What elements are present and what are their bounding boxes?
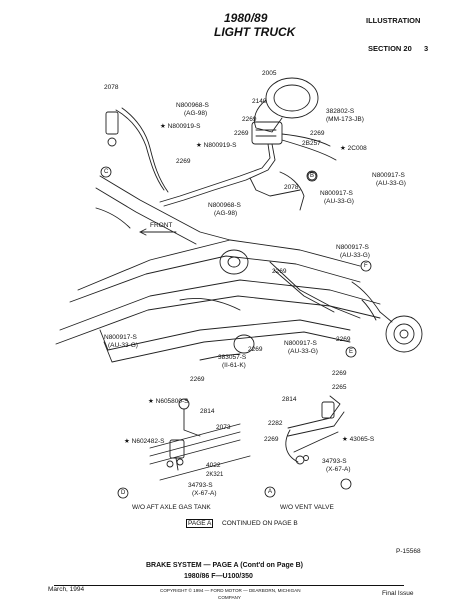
callout-2269-a: 2269 bbox=[242, 116, 257, 123]
callout-2k321: 2K321 bbox=[206, 472, 224, 478]
circle-letter-a: A bbox=[268, 489, 273, 495]
caption-title: BRAKE SYSTEM — PAGE A (Cont'd on Page B) bbox=[146, 562, 303, 569]
callout-2269-e: 2269 bbox=[272, 268, 287, 275]
callout-n800968-top-spec: (AG-98) bbox=[184, 110, 208, 117]
callout-n800968-bot: N800968-S bbox=[208, 202, 241, 209]
callout-2269-d: 2269 bbox=[176, 158, 191, 165]
callout-n800919-2: ★ N800919-S bbox=[196, 142, 237, 149]
header-section: SECTION 20 bbox=[368, 44, 412, 53]
callout-4022: 4022 bbox=[206, 462, 221, 469]
header-years: 1980/89 bbox=[224, 11, 268, 25]
circle-letter-b: B bbox=[310, 173, 315, 179]
callout-2078-mid: 2078 bbox=[284, 184, 299, 191]
callout-n800917-a: N800917-S bbox=[372, 172, 405, 179]
callout-n800917-a-spec: (AU-33-G) bbox=[376, 180, 406, 187]
callout-n605800: ★ N605800-S bbox=[148, 398, 189, 405]
page-a-box: PAGE A bbox=[186, 519, 214, 528]
circle-letter-d: D bbox=[121, 490, 126, 496]
callout-34793-left-spec: (X-67-A) bbox=[192, 490, 217, 497]
subcaption-right: W/O VENT VALVE bbox=[280, 504, 334, 511]
circle-letter-f: F bbox=[364, 263, 368, 269]
callout-2269-b: 2269 bbox=[234, 130, 249, 137]
callout-2c008: ★ 2C008 bbox=[340, 145, 367, 152]
callout-2269-f: 2269 bbox=[248, 346, 263, 353]
callout-n602482: ★ N602482-S bbox=[124, 438, 165, 445]
callout-2269-h: 2269 bbox=[190, 376, 205, 383]
callout-2282: 2282 bbox=[268, 420, 283, 427]
callout-34793-left: 34793-S bbox=[188, 482, 213, 489]
callout-2265: 2265 bbox=[332, 384, 347, 391]
callout-2140: 2140 bbox=[252, 98, 267, 105]
callout-n800968-bot-spec: (AG-98) bbox=[214, 210, 238, 217]
circle-letter-c: C bbox=[104, 169, 109, 175]
callout-n800917-e: N800917-S bbox=[284, 340, 317, 347]
footer-rule bbox=[54, 585, 404, 586]
callout-2078-top: 2078 bbox=[104, 84, 119, 91]
subcaption-left: W/O AFT AXLE GAS TANK bbox=[132, 504, 211, 511]
callout-383057: 383057-S bbox=[218, 354, 247, 361]
footer-copyright: COPYRIGHT © 1994 — FORD MOTOR — DEARBORN… bbox=[160, 588, 301, 593]
callout-n800917-c: N800917-S bbox=[336, 244, 369, 251]
continued-text: CONTINUED ON PAGE B bbox=[222, 520, 298, 527]
footer-date: March, 1994 bbox=[48, 586, 85, 593]
callout-382802: 382802-S bbox=[326, 108, 355, 115]
callout-2814-left: 2814 bbox=[200, 408, 215, 415]
callout-n800919-1: ★ N800919-S bbox=[160, 123, 201, 130]
callout-n800917-d: N800917-S bbox=[104, 334, 137, 341]
callout-2073: 2073 bbox=[216, 424, 231, 431]
callout-43065: ★ 43065-S bbox=[342, 436, 375, 443]
caption-models: 1980/86 F—U100/350 bbox=[184, 573, 253, 580]
callout-2269-c: 2269 bbox=[310, 130, 325, 137]
callout-383057-spec: (II-61-K) bbox=[222, 362, 246, 369]
footer-issue: Final Issue bbox=[382, 590, 414, 597]
callout-2b257: 2B257 bbox=[302, 140, 321, 147]
callout-34793-right: 34793-S bbox=[322, 458, 347, 465]
callout-n800917-b: N800917-S bbox=[320, 190, 353, 197]
header-model: LIGHT TRUCK bbox=[214, 25, 296, 39]
label-front: FRONT bbox=[150, 222, 173, 229]
callout-34793-right-spec: (X-67-A) bbox=[326, 466, 351, 473]
callout-382802-spec: (MM-173-JB) bbox=[326, 116, 364, 123]
callout-2269-i: 2269 bbox=[332, 370, 347, 377]
callout-n800917-c-spec: (AU-33-G) bbox=[340, 252, 370, 259]
callout-2814-right: 2814 bbox=[282, 396, 297, 403]
callout-n800917-d-spec: (AU-33-G) bbox=[108, 342, 138, 349]
header-page: 3 bbox=[424, 44, 429, 53]
footer-company: COMPANY bbox=[218, 595, 241, 600]
callout-2269-j: 2269 bbox=[264, 436, 279, 443]
header-illustration: ILLUSTRATION bbox=[366, 16, 421, 25]
callout-n800917-e-spec: (AU-33-G) bbox=[288, 348, 318, 355]
callout-n800917-b-spec: (AU-33-G) bbox=[324, 198, 354, 205]
callout-2005: 2005 bbox=[262, 70, 277, 77]
callout-n800968-top: N800968-S bbox=[176, 102, 209, 109]
circle-letter-e: E bbox=[349, 349, 354, 355]
callout-2269-g: 2269 bbox=[336, 336, 351, 343]
reference-number: P-15568 bbox=[396, 548, 421, 555]
